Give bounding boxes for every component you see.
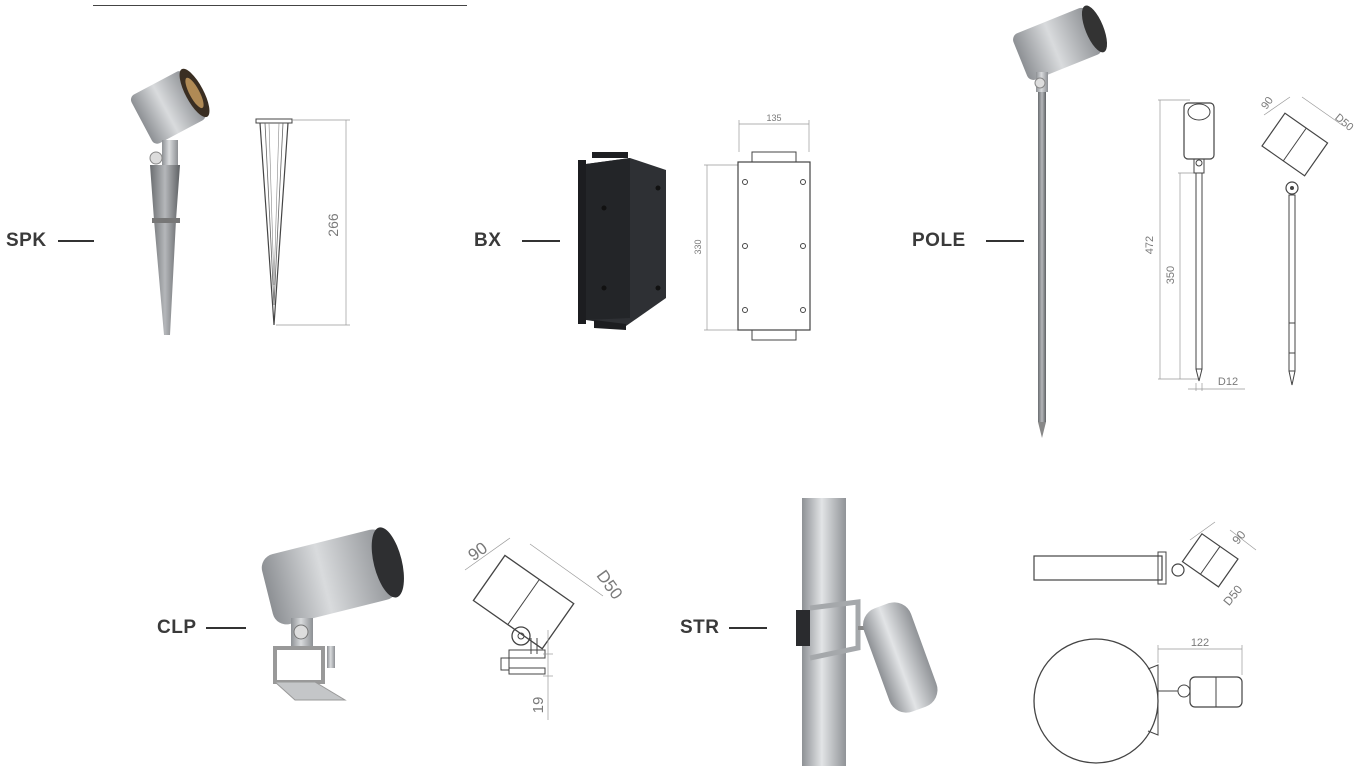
str-head-length-dim: 90 <box>1229 528 1249 547</box>
clp-product-image <box>261 527 404 701</box>
top-rule <box>93 5 467 6</box>
label-spk: SPK <box>6 230 47 251</box>
pole-head-length-dim: 90 <box>1259 95 1276 112</box>
leader-pole <box>986 240 1024 242</box>
leader-clp <box>206 627 246 629</box>
pole-head-diameter-dim: D50 <box>1332 112 1355 134</box>
spk-drawing: 266 <box>255 118 350 326</box>
str-drawing-side: 90 D50 <box>1033 521 1257 608</box>
leader-spk <box>58 240 94 242</box>
clp-drawing: 90 D50 19 <box>465 537 627 720</box>
bx-product-image <box>578 152 666 330</box>
pole-total-dim: 472 <box>1144 236 1156 254</box>
leader-str <box>729 627 767 629</box>
label-str: STR <box>680 617 720 638</box>
spk-height-dim: 266 <box>325 213 341 237</box>
spk-product-image <box>130 68 210 335</box>
clp-head-length-dim: 90 <box>465 538 491 564</box>
clp-clip-dim: 19 <box>530 697 547 714</box>
str-head-diameter-dim: D50 <box>1220 582 1245 608</box>
str-drawing-top: 122 <box>1033 637 1243 764</box>
pole-shaft-dim: 350 <box>1165 266 1177 284</box>
str-offset-dim: 122 <box>1191 637 1209 649</box>
label-pole: POLE <box>912 230 966 251</box>
pole-drawing-side: 90 D50 <box>1259 95 1356 386</box>
pole-diameter-dim: D12 <box>1218 376 1238 388</box>
label-clp: CLP <box>157 617 197 638</box>
clp-head-diameter-dim: D50 <box>593 567 627 603</box>
leader-bx <box>522 240 560 242</box>
bx-drawing: 135 330 <box>693 113 811 341</box>
str-product-image <box>796 498 938 766</box>
pole-drawing-front: 472 350 D12 <box>1144 99 1245 391</box>
label-bx: BX <box>474 230 502 251</box>
pole-product-image <box>1013 5 1108 438</box>
bx-height-dim: 330 <box>693 239 703 254</box>
bx-width-dim: 135 <box>766 113 781 123</box>
